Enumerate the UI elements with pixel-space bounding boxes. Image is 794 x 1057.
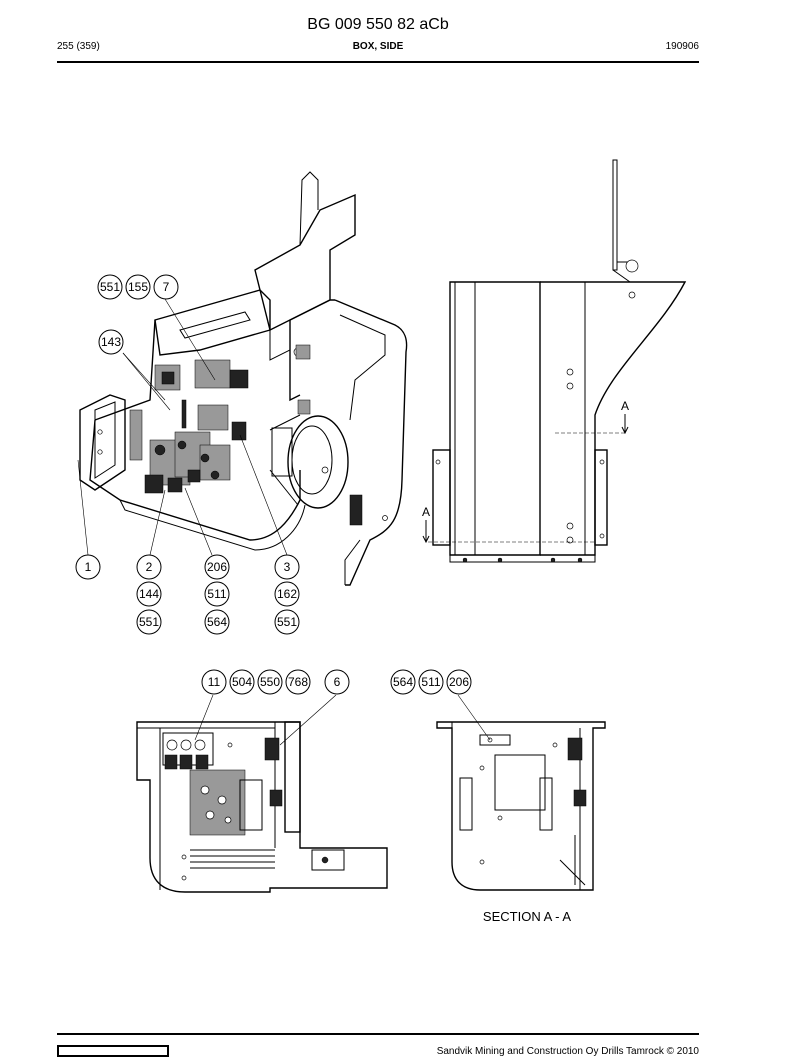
svg-text:564: 564 [207,615,227,629]
callout-bubble: 1 [75,554,101,580]
isometric-view [77,171,408,586]
valve-cluster [129,344,388,526]
svg-text:6: 6 [334,675,341,689]
callout-bubble: 511 [204,581,230,607]
svg-text:504: 504 [232,675,252,689]
callout-bubble: 11 [201,669,227,695]
callout-bubble: 2 [136,554,162,580]
callout-bubble: 162 [274,581,300,607]
callout-bubble: 564 [204,609,230,635]
callouts-isometric: 551 155 7 143 1 2 144 551 206 511 564 3 … [75,274,300,635]
callout-bubble: 143 [98,329,124,355]
callout-bubble: 768 [285,669,311,695]
callout-bubble: 550 [257,669,283,695]
svg-text:3: 3 [284,560,291,574]
svg-text:564: 564 [393,675,413,689]
section-label: SECTION A - A [483,909,571,924]
callout-bubble: 144 [136,581,162,607]
section-view [436,694,606,891]
callout-bubble: 551 [97,274,123,300]
svg-text:551: 551 [139,615,159,629]
svg-text:2: 2 [146,560,153,574]
callout-bubble: 6 [324,669,350,695]
page-number: 255 (359) [57,41,100,52]
callout-bubble: 551 [274,609,300,635]
callout-bubble: 7 [153,274,179,300]
callout-bubble: 511 [418,669,444,695]
document-code: BG 009 550 82 aCb [307,16,449,33]
callouts-front-view: 11 504 550 768 6 [201,669,350,695]
svg-text:155: 155 [128,280,148,294]
svg-text:511: 511 [207,587,226,601]
svg-text:206: 206 [449,675,469,689]
callout-bubble: 206 [204,554,230,580]
callout-bubble: 551 [136,609,162,635]
company-logo [57,1045,169,1057]
svg-text:1: 1 [85,560,92,574]
footer-rule [57,1033,699,1035]
callout-bubble: 3 [274,554,300,580]
date-code: 190906 [665,41,699,52]
side-view [422,159,687,563]
svg-text:144: 144 [139,587,159,601]
svg-text:11: 11 [208,675,221,689]
callout-bubble: 206 [446,669,472,695]
callout-bubble: 564 [390,669,416,695]
section-marker-right: A [621,399,629,413]
svg-text:162: 162 [277,587,297,601]
svg-text:206: 206 [207,560,227,574]
svg-text:7: 7 [163,280,170,294]
front-view [136,694,388,893]
callouts-section-view: 564 511 206 [390,669,472,695]
svg-text:551: 551 [277,615,297,629]
svg-text:143: 143 [101,335,121,349]
svg-text:550: 550 [260,675,280,689]
section-title: BOX, SIDE [352,41,404,52]
callout-bubble: 504 [229,669,255,695]
svg-text:511: 511 [421,675,440,689]
svg-text:551: 551 [100,280,120,294]
section-marker-left: A [422,505,430,519]
callout-bubble: 155 [125,274,151,300]
footer-copyright: Sandvik Mining and Construction Oy Drill… [436,1046,699,1057]
header-rule [57,61,699,63]
svg-text:768: 768 [288,675,308,689]
